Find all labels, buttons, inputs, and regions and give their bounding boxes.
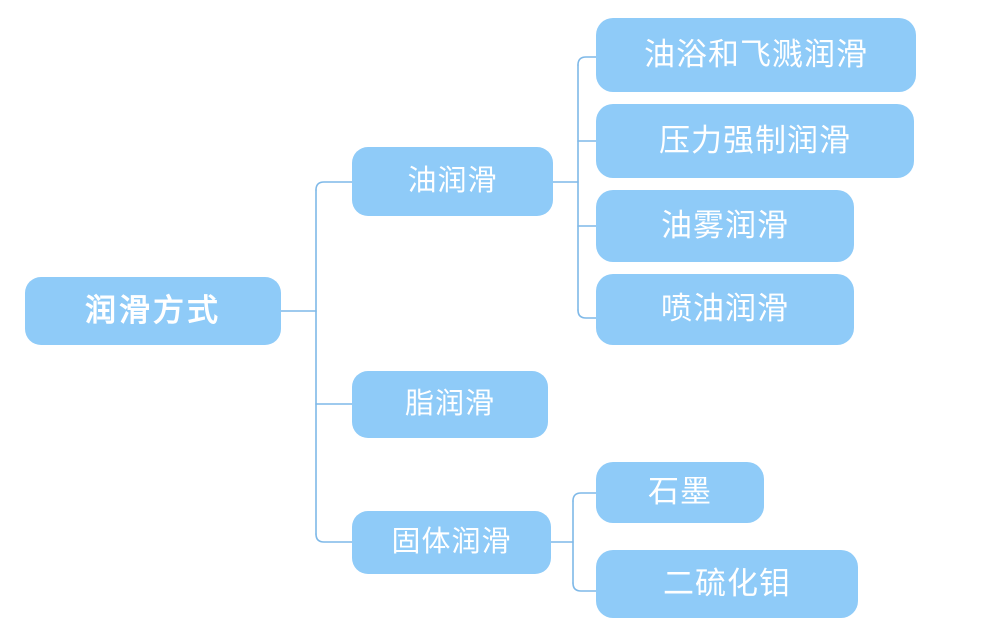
node-branch-oil-lubrication[interactable]: 油润滑 (352, 147, 553, 216)
node-leaf-pressure-forced-lubrication[interactable]: 压力强制润滑 (596, 104, 914, 178)
node-leaf-oil-bath-splash-lubrication[interactable]: 油浴和飞溅润滑 (596, 18, 916, 92)
node-leaf-molybdenum-disulfide[interactable]: 二硫化钼 (596, 550, 858, 618)
connector-oil-child-1 (577, 56, 597, 66)
connector-solid-child-2 (572, 582, 597, 592)
node-branch-grease-lubrication[interactable]: 脂润滑 (352, 371, 548, 438)
connector-to-solid (315, 533, 353, 543)
node-branch-solid-lubrication[interactable]: 固体润滑 (352, 511, 551, 574)
connector-oil-child-4 (577, 309, 597, 319)
connector-to-oil (315, 181, 353, 191)
node-leaf-oil-mist-lubrication[interactable]: 油雾润滑 (596, 190, 854, 262)
node-root-lubrication-method[interactable]: 润滑方式 (25, 277, 281, 345)
connector-solid-child-1 (572, 492, 597, 502)
node-leaf-oil-jet-lubrication[interactable]: 喷油润滑 (596, 274, 854, 345)
node-leaf-graphite[interactable]: 石墨 (596, 462, 764, 523)
